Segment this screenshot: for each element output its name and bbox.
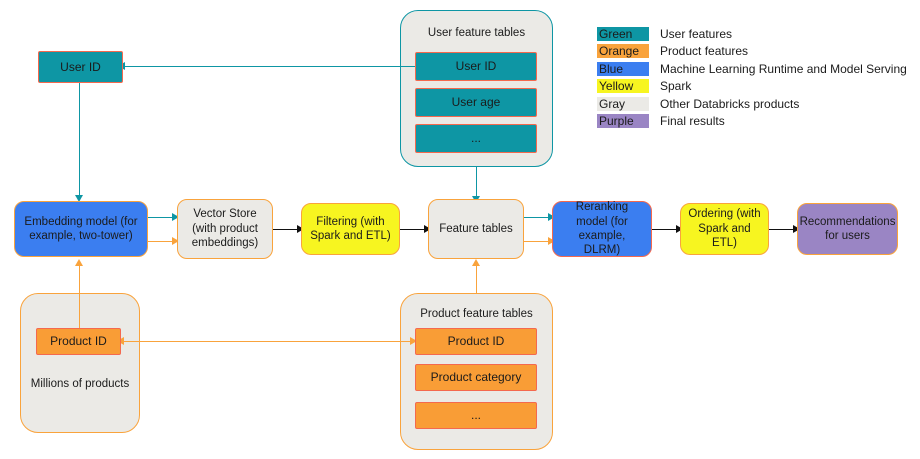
- legend-desc-green: User features: [660, 26, 733, 41]
- legend-row-purple: Purple Final results: [597, 113, 907, 131]
- legend-key-blue: Blue: [597, 61, 649, 76]
- user-feature-item-user-age-label: User age: [451, 95, 501, 109]
- legend-desc-purple: Final results: [660, 114, 725, 129]
- arrowhead-embedding-bottom: [75, 259, 83, 266]
- connector-filtering-to-featuretables: [400, 229, 428, 230]
- node-recommendations-label: Recommendations for users: [799, 215, 896, 242]
- products-panel: [20, 293, 140, 433]
- legend-row-orange: Orange Product features: [597, 43, 907, 61]
- legend-row-blue: Blue Machine Learning Runtime and Model …: [597, 60, 907, 78]
- user-feature-item-user-id[interactable]: User ID: [415, 52, 537, 81]
- legend-desc-yellow: Spark: [660, 79, 692, 94]
- legend-desc-gray: Other Databricks products: [660, 96, 800, 111]
- node-vector-store-label: Vector Store (with product embeddings): [191, 208, 259, 250]
- arrowhead-featuretables-bottom: [472, 259, 480, 266]
- arrowhead-ordering: [676, 225, 683, 233]
- arrowhead-reranking-user: [548, 213, 555, 221]
- node-reranking-model-label: Reranking model (for example, DLRM): [575, 201, 629, 257]
- connector-embedding-to-vectorstore-product: [148, 241, 176, 242]
- legend-desc-blue: Machine Learning Runtime and Model Servi…: [660, 61, 907, 76]
- node-filtering[interactable]: Filtering (with Spark and ETL): [301, 203, 400, 255]
- arrowhead-recommendations: [793, 225, 800, 233]
- arrowhead-reranking-product: [548, 237, 555, 245]
- legend-row-green: Green User features: [597, 25, 907, 43]
- legend-key-orange: Orange: [597, 44, 649, 59]
- connector-userfeature-to-featuretables: [476, 167, 477, 199]
- legend-key-gray: Gray: [597, 96, 649, 111]
- node-ordering[interactable]: Ordering (with Spark and ETL): [680, 203, 769, 255]
- arrowhead-vectorstore-product: [172, 237, 179, 245]
- connector-featuretables-to-reranking-user: [524, 217, 552, 218]
- node-user-id-label: User ID: [60, 59, 101, 74]
- node-user-id[interactable]: User ID: [38, 51, 123, 83]
- node-recommendations[interactable]: Recommendations for users: [797, 203, 898, 255]
- connector-featuretables-to-reranking-product: [524, 241, 552, 242]
- connector-userid-to-embedding: [79, 83, 80, 197]
- node-embedding-model[interactable]: Embedding model (for example, two-tower): [14, 201, 148, 257]
- products-panel-item-product-id[interactable]: Product ID: [36, 328, 121, 355]
- product-feature-item-more-label: ...: [470, 408, 481, 422]
- connector-reranking-to-ordering: [652, 229, 680, 230]
- arrowhead-productfeature-right: [410, 337, 417, 345]
- product-feature-item-product-id-label: Product ID: [447, 334, 505, 348]
- connector-userfeature-to-userid: [123, 66, 416, 67]
- connector-vectorstore-to-filtering: [273, 229, 301, 230]
- legend: Green User features Orange Product featu…: [597, 25, 907, 130]
- product-feature-item-more[interactable]: ...: [415, 402, 537, 429]
- legend-row-gray: Gray Other Databricks products: [597, 95, 907, 113]
- legend-row-yellow: Yellow Spark: [597, 78, 907, 96]
- product-feature-item-product-category-label: Product category: [430, 370, 522, 384]
- user-feature-item-more-label: ...: [470, 131, 481, 145]
- legend-key-yellow: Yellow: [597, 79, 649, 94]
- product-feature-tables-title: Product feature tables: [420, 308, 533, 320]
- node-filtering-label: Filtering (with Spark and ETL): [310, 215, 391, 242]
- node-ordering-label: Ordering (with Spark and ETL): [688, 208, 761, 250]
- arrowhead-embedding-top: [75, 195, 83, 202]
- node-embedding-model-label: Embedding model (for example, two-tower): [24, 215, 138, 242]
- legend-desc-orange: Product features: [660, 44, 749, 59]
- node-reranking-model[interactable]: Reranking model (for example, DLRM): [552, 201, 652, 257]
- legend-key-green: Green: [597, 26, 649, 41]
- arrowhead-vectorstore-user: [172, 213, 179, 221]
- products-panel-item-product-id-label: Product ID: [50, 334, 107, 348]
- product-feature-item-product-category[interactable]: Product category: [415, 364, 537, 391]
- product-feature-item-product-id[interactable]: Product ID: [415, 328, 537, 355]
- connector-embedding-to-vectorstore-user: [148, 217, 176, 218]
- connector-productfeature-to-featuretables: [476, 262, 477, 294]
- user-feature-item-more[interactable]: ...: [415, 124, 537, 153]
- connector-productid-to-embedding: [79, 262, 80, 329]
- user-feature-item-user-id-label: User ID: [455, 59, 497, 73]
- node-feature-tables-label: Feature tables: [439, 222, 513, 235]
- connector-productid-to-productfeature: [121, 341, 415, 342]
- arrowhead-featuretables-left: [424, 225, 431, 233]
- connector-ordering-to-recommendations: [769, 229, 797, 230]
- legend-key-purple: Purple: [597, 114, 649, 129]
- arrowhead-filtering: [297, 225, 304, 233]
- user-feature-tables-title: User feature tables: [427, 27, 526, 39]
- node-feature-tables[interactable]: Feature tables: [428, 199, 524, 259]
- products-panel-caption: Millions of products: [30, 378, 130, 390]
- user-feature-item-user-age[interactable]: User age: [415, 88, 537, 117]
- node-vector-store[interactable]: Vector Store (with product embeddings): [177, 199, 273, 259]
